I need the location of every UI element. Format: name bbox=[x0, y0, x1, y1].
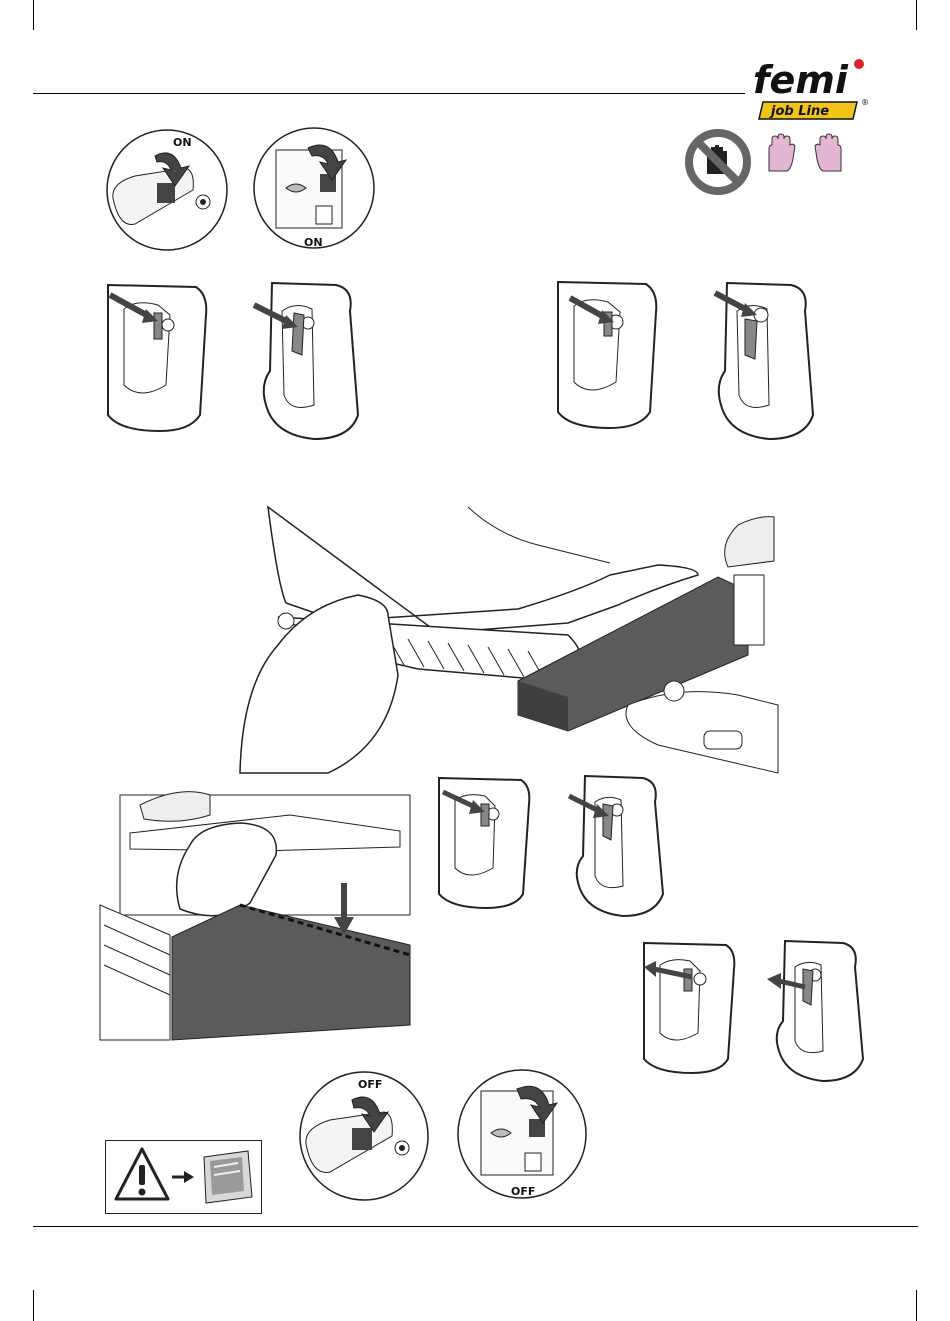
brand-registered: ® bbox=[861, 98, 869, 107]
off-label-1: OFF bbox=[358, 1078, 382, 1091]
crop-mark-top-left-v bbox=[33, 0, 34, 30]
switch-on-detail-1: ON bbox=[105, 128, 229, 252]
cutting-operation-illustration bbox=[238, 505, 778, 773]
handle-closed-left-1 bbox=[100, 275, 210, 435]
switch-off-detail-2: OFF bbox=[455, 1067, 589, 1201]
handle-open-right-2 bbox=[705, 275, 815, 445]
switch-on-detail-2: ON bbox=[252, 126, 376, 254]
switch-off-detail-1: OFF bbox=[298, 1070, 430, 1202]
handle-open-mid-2 bbox=[565, 770, 665, 920]
bare-hands-icon bbox=[765, 133, 845, 175]
no-gloves-prohibition-icon bbox=[683, 127, 753, 197]
read-manual-warning-box bbox=[105, 1140, 262, 1214]
brand-tagline: job Line bbox=[769, 104, 829, 119]
header-rule bbox=[33, 93, 745, 94]
handle-closed-mid-1 bbox=[433, 770, 533, 910]
handle-release-right-1 bbox=[638, 935, 738, 1075]
crop-mark-bottom-right-v bbox=[916, 1290, 917, 1321]
footer-rule bbox=[33, 1226, 918, 1227]
warning-triangle-icon bbox=[116, 1149, 168, 1199]
manual-booklet-icon bbox=[204, 1151, 252, 1203]
on-label-2: ON bbox=[304, 236, 323, 249]
crop-mark-bottom-left-v bbox=[33, 1290, 34, 1321]
handle-release-right-2 bbox=[765, 935, 865, 1085]
brand-logo: femi job Line ® bbox=[745, 55, 875, 125]
handle-open-left-2 bbox=[250, 275, 360, 445]
crop-mark-top-right-v bbox=[916, 0, 917, 30]
off-label-2: OFF bbox=[511, 1185, 535, 1198]
handle-closed-right-1 bbox=[550, 272, 660, 432]
on-label-1: ON bbox=[173, 136, 192, 149]
brand-name: femi bbox=[753, 58, 849, 102]
brand-dot-icon bbox=[854, 59, 864, 69]
blade-cut-closeup bbox=[100, 785, 410, 1040]
